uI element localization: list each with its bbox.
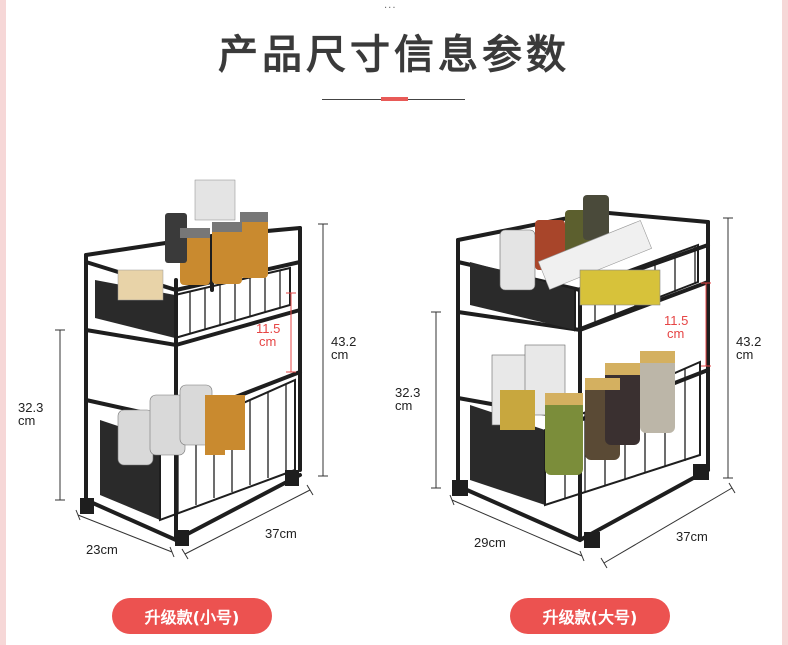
dim-height-total-large <box>723 217 733 479</box>
upper-basket-large <box>470 195 699 332</box>
dim-width-large <box>449 494 585 562</box>
label-height-total-unit-large: cm <box>736 347 753 362</box>
product-small: 43.2 cm 32.3 cm 11.5 cm 23cm 37cm <box>18 179 356 560</box>
dim-gap-large <box>701 282 711 367</box>
lower-basket-small <box>80 378 299 546</box>
title-divider-accent <box>381 97 408 101</box>
label-height-total-small: 43.2 <box>331 334 356 349</box>
model-badge-large: 升级款(大号) <box>510 598 670 634</box>
right-border-strip <box>782 0 788 645</box>
label-height-lower-large: 32.3 <box>395 385 420 400</box>
dim-width-small <box>75 509 175 558</box>
dim-depth-small <box>181 484 314 560</box>
top-dots: ... <box>384 0 397 11</box>
label-gap-unit-small: cm <box>259 334 276 349</box>
label-height-total-large: 43.2 <box>736 334 761 349</box>
label-gap-small: 11.5 <box>256 321 280 336</box>
label-width-large: 29cm <box>474 535 506 550</box>
label-height-total-unit-small: cm <box>331 347 348 362</box>
label-height-lower-unit-large: cm <box>395 398 412 413</box>
label-gap-unit-large: cm <box>667 326 684 341</box>
dim-height-total-small <box>318 223 328 477</box>
lower-basket-large <box>452 344 709 548</box>
product-large: 43.2 cm 32.3 cm 11.5 cm 29cm 37cm <box>395 195 761 569</box>
label-height-lower-unit-small: cm <box>18 413 35 428</box>
label-height-lower-small: 32.3 <box>18 400 43 415</box>
label-width-small: 23cm <box>86 542 118 557</box>
dim-gap-small <box>286 292 296 373</box>
model-badge-small: 升级款(小号) <box>112 598 272 634</box>
label-depth-small: 37cm <box>265 526 297 541</box>
page-title: 产品尺寸信息参数 <box>218 32 570 78</box>
dim-height-lower-large <box>431 311 441 489</box>
upper-basket-small <box>95 179 291 340</box>
label-gap-large: 11.5 <box>664 313 688 328</box>
label-depth-large: 37cm <box>676 529 708 544</box>
left-border-strip <box>0 0 6 645</box>
dim-depth-large <box>600 482 736 569</box>
dim-height-lower-small <box>55 329 65 501</box>
